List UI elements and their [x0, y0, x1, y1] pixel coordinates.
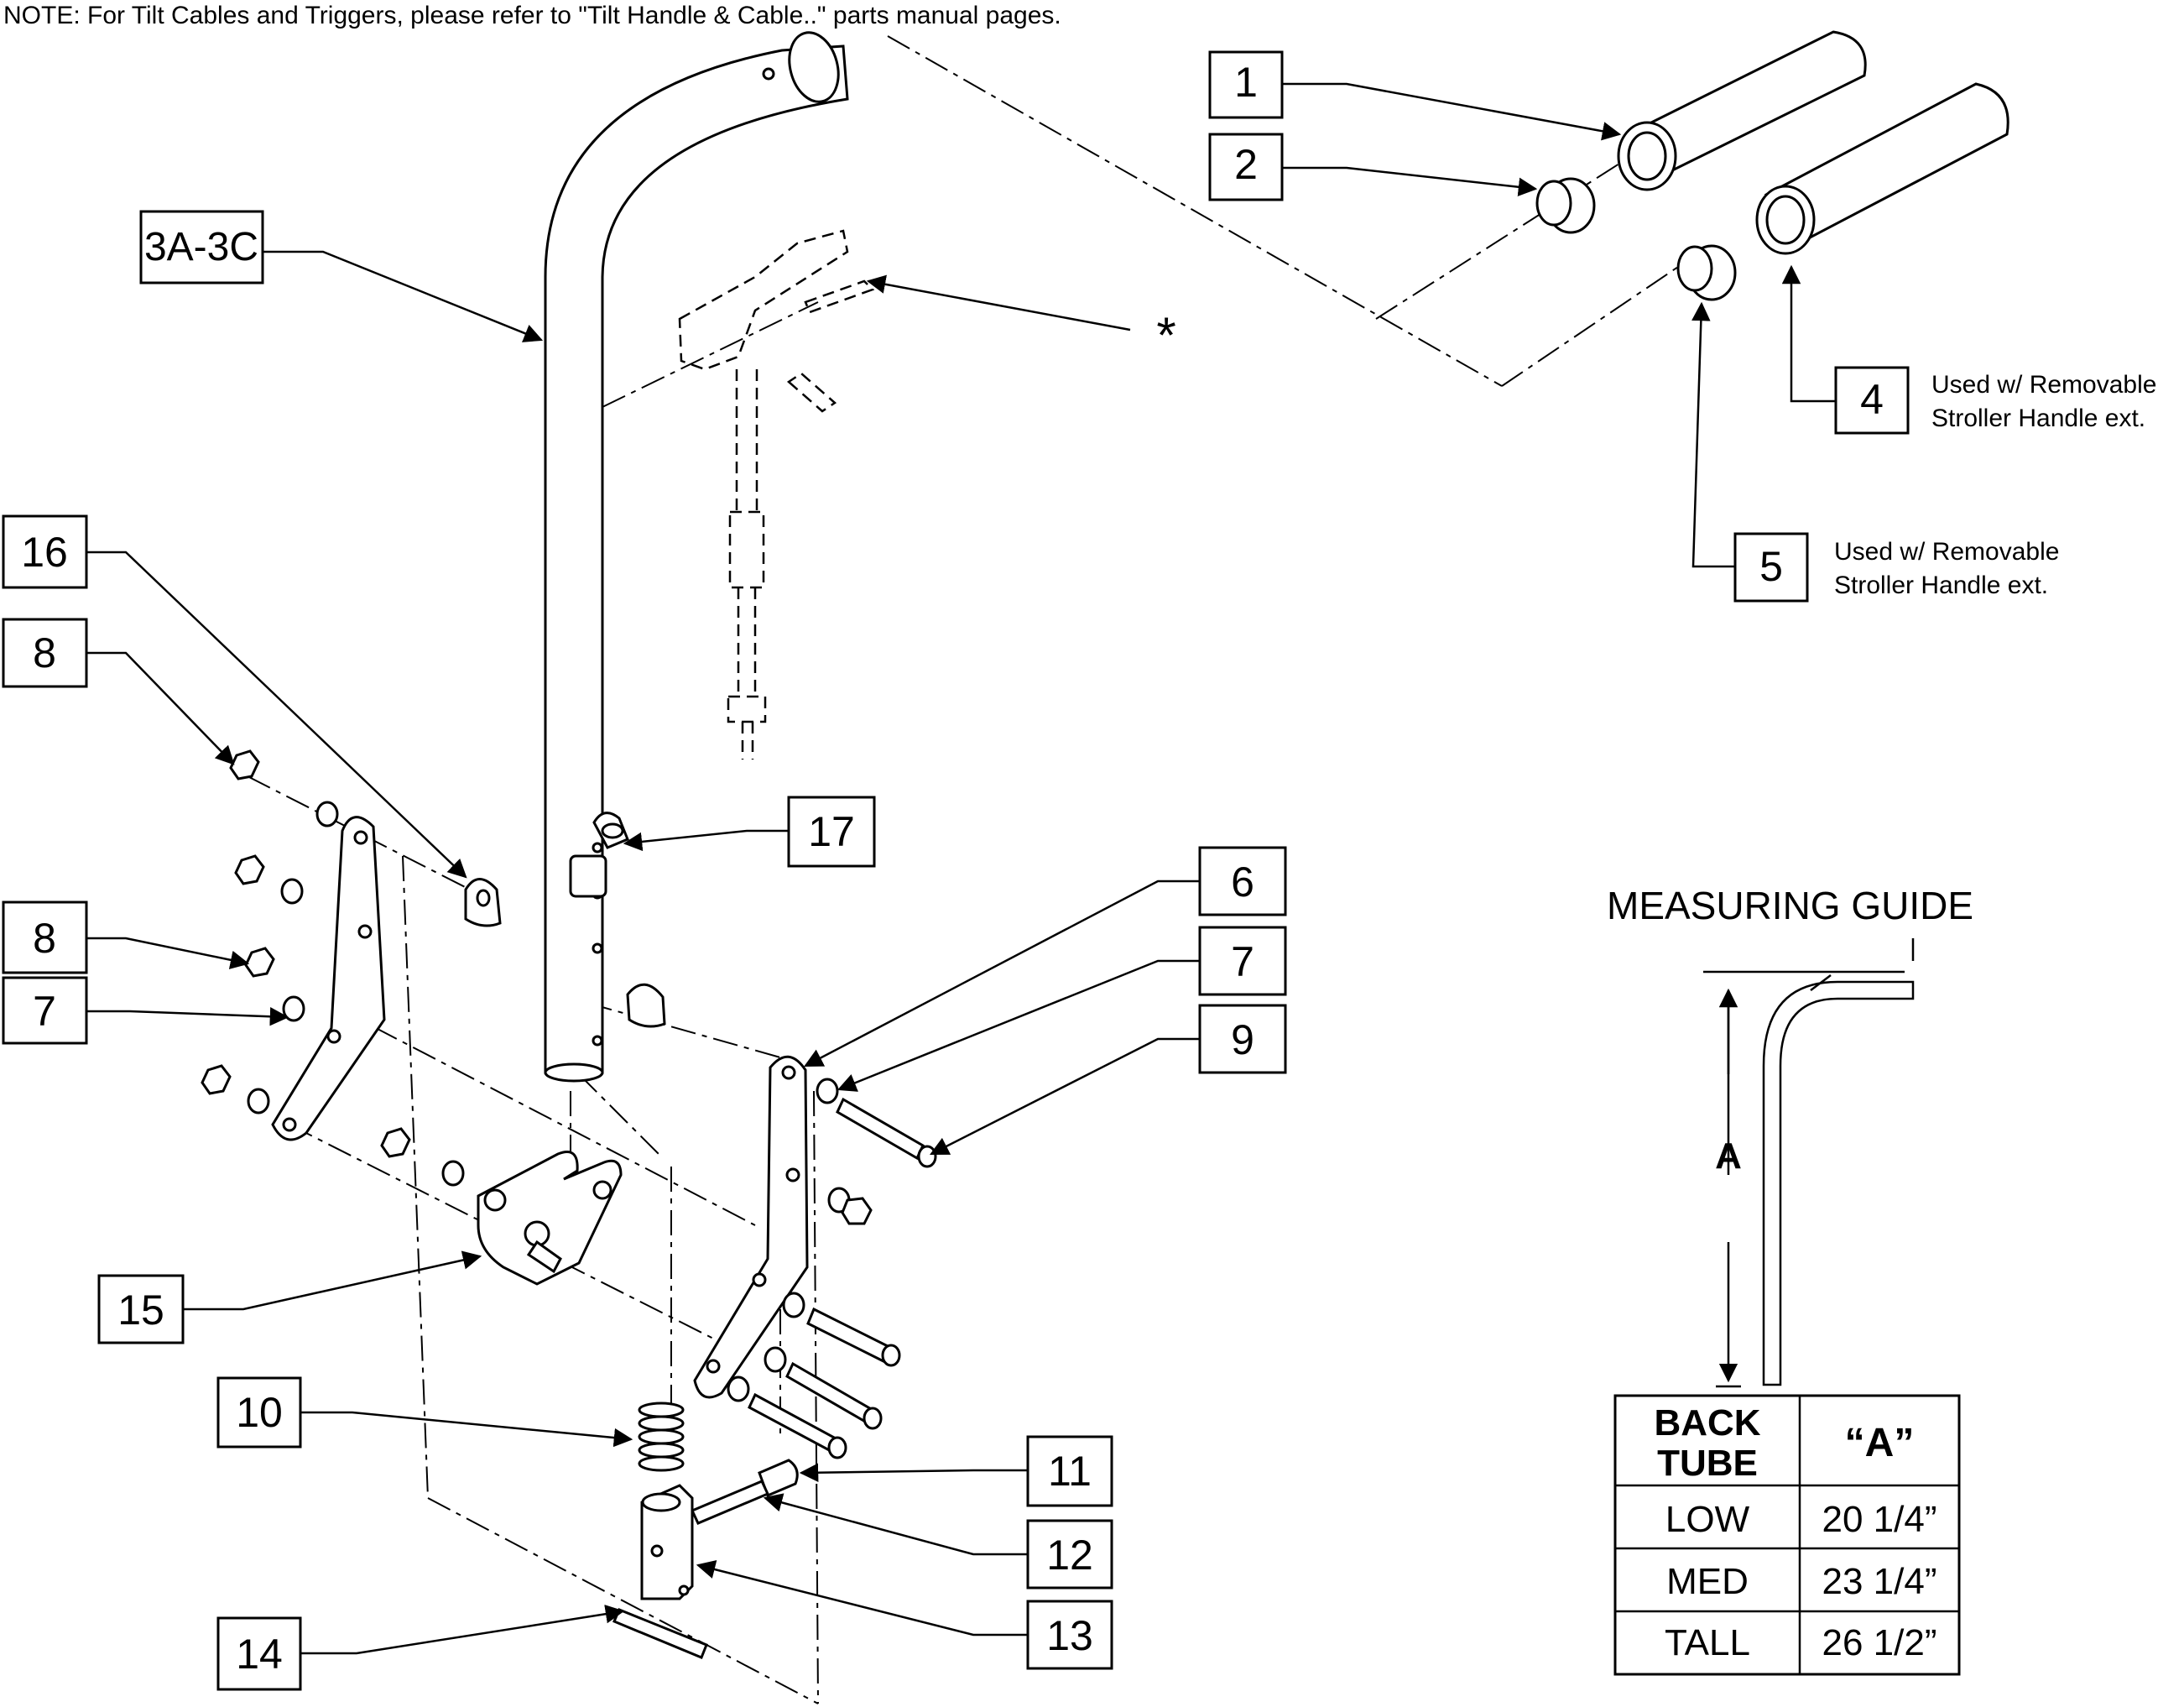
callout-1: 1 — [1208, 50, 1284, 119]
svg-text:7: 7 — [1231, 938, 1254, 985]
svg-text:1: 1 — [1234, 59, 1258, 106]
table-cell-tube-med: MED — [1666, 1561, 1749, 1602]
callout-16: 16 — [2, 514, 88, 589]
pivot-bracket-15 — [477, 1151, 623, 1286]
svg-text:4: 4 — [1860, 376, 1884, 423]
table-cell-tube-tall: TALL — [1665, 1622, 1750, 1663]
measuring-guide-title: MEASURING GUIDE — [1607, 884, 1973, 927]
pin-12 — [690, 1480, 770, 1525]
table-header-back: BACK — [1654, 1402, 1760, 1443]
svg-text:Used w/ Removable: Used w/ Removable — [1931, 371, 2156, 399]
callout-14: 14 — [216, 1616, 302, 1691]
svg-text:13: 13 — [1046, 1612, 1093, 1659]
callout-4: 4 — [1834, 366, 1910, 435]
nuts-washers-left — [201, 749, 465, 1187]
svg-text:11: 11 — [1048, 1448, 1092, 1495]
callout-9: 9 — [1198, 1004, 1287, 1074]
handle-grip-1 — [1617, 30, 1867, 191]
spacer-16b — [626, 983, 666, 1028]
callout-6: 6 — [1198, 846, 1287, 916]
svg-text:2: 2 — [1234, 141, 1258, 188]
svg-text:5: 5 — [1759, 543, 1783, 590]
svg-text:Stroller Handle ext.: Stroller Handle ext. — [1834, 572, 2048, 599]
side-plate-right — [693, 1055, 809, 1399]
handle-grip-4 — [1755, 82, 2009, 255]
callout-5: 5 — [1733, 532, 1809, 603]
svg-text:14: 14 — [236, 1631, 283, 1678]
svg-text:7: 7 — [33, 988, 56, 1035]
side-plate-left — [271, 816, 386, 1141]
svg-text:15: 15 — [117, 1287, 164, 1334]
callout-asterisk: * — [1156, 307, 1175, 363]
svg-text:10: 10 — [236, 1389, 283, 1436]
table-cell-tube-low: LOW — [1665, 1499, 1750, 1540]
spacer-16 — [464, 878, 502, 927]
pin-11 — [758, 1459, 799, 1497]
callout-11: 11 — [1026, 1435, 1113, 1507]
back-tube-table: BACK TUBE “A” LOW 20 1/4” MED 23 1/4” TA… — [1613, 1394, 1961, 1676]
note-text: NOTE: For Tilt Cables and Triggers, plea… — [3, 2, 1061, 29]
svg-text:Stroller Handle ext.: Stroller Handle ext. — [1931, 405, 2145, 432]
callout-3a-3c: 3A-3C — [139, 210, 264, 284]
svg-text:Used w/ Removable: Used w/ Removable — [1834, 538, 2059, 566]
leader-lines — [86, 82, 1836, 1655]
end-cap-2 — [1535, 177, 1596, 234]
callout-10: 10 — [216, 1376, 302, 1449]
svg-text:12: 12 — [1046, 1532, 1093, 1579]
svg-text:9: 9 — [1231, 1016, 1254, 1063]
callout-8-upper: 8 — [2, 618, 88, 688]
callout-7-right: 7 — [1198, 926, 1287, 996]
table-cell-a-low: 20 1/4” — [1822, 1499, 1937, 1540]
table-header-a: “A” — [1845, 1421, 1915, 1465]
note-5: Used w/ Removable Stroller Handle ext. — [1834, 538, 2059, 599]
callout-7-left: 7 — [2, 976, 88, 1045]
measuring-guide: MEASURING GUIDE A — [1607, 884, 1973, 1386]
table-header-tube: TUBE — [1657, 1443, 1758, 1484]
svg-text:8: 8 — [33, 915, 56, 962]
callout-17: 17 — [787, 796, 876, 868]
back-tube — [544, 31, 849, 1083]
callout-2: 2 — [1208, 133, 1284, 201]
alignment-lines — [247, 35, 1679, 1704]
svg-text:6: 6 — [1231, 859, 1254, 906]
dimension-a-label: A — [1715, 1135, 1742, 1177]
pin-14 — [612, 1608, 708, 1659]
callout-15: 15 — [97, 1274, 185, 1344]
svg-text:16: 16 — [21, 529, 68, 576]
callout-8-lower: 8 — [2, 900, 88, 974]
callout-12: 12 — [1026, 1519, 1113, 1590]
svg-text:3A-3C: 3A-3C — [144, 225, 258, 269]
bolts-washers-right — [727, 1078, 937, 1459]
svg-text:*: * — [1156, 307, 1175, 363]
spring-10 — [638, 1402, 685, 1472]
svg-text:17: 17 — [808, 808, 855, 855]
table-cell-a-tall: 26 1/2” — [1822, 1622, 1937, 1663]
callout-13: 13 — [1026, 1600, 1113, 1670]
svg-text:8: 8 — [33, 629, 56, 676]
table-cell-a-med: 23 1/4” — [1822, 1561, 1937, 1602]
tilt-trigger-ghost — [678, 229, 875, 760]
end-cap-5 — [1676, 244, 1737, 301]
note-4: Used w/ Removable Stroller Handle ext. — [1931, 371, 2156, 432]
latch-13 — [640, 1484, 694, 1600]
